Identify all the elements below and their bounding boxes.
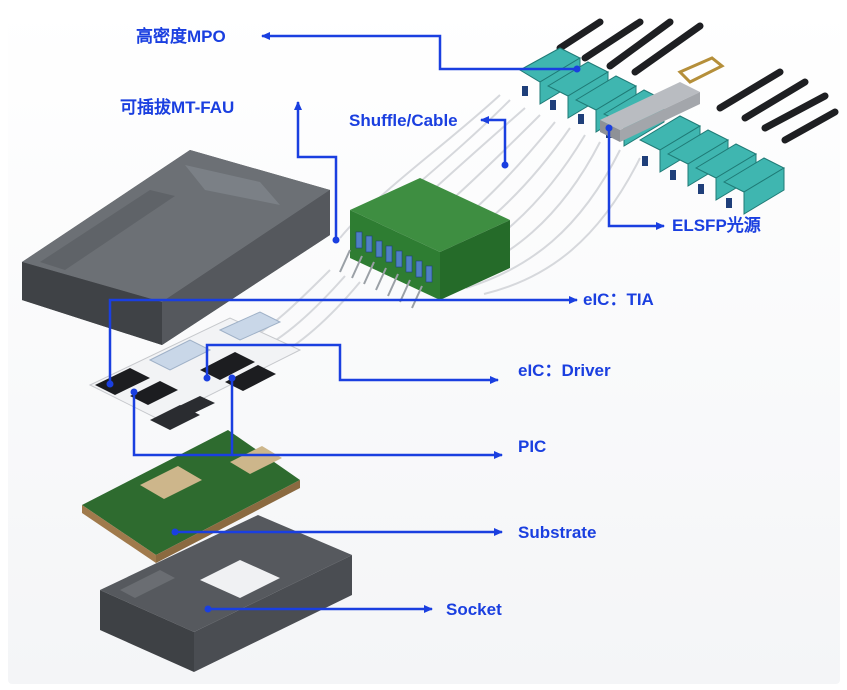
leader-dots xyxy=(106,65,613,613)
label-elsfp: ELSFP光源 xyxy=(672,216,761,235)
label-eic-driver: eIC：Driver xyxy=(518,361,611,380)
label-mpo: 高密度MPO xyxy=(136,27,226,46)
label-eic-tia: eIC：TIA xyxy=(583,290,654,309)
leader-shuffle xyxy=(480,116,507,165)
mpo-connectors xyxy=(518,18,839,215)
label-mt-fau: 可插拔MT-FAU xyxy=(120,98,235,117)
label-socket: Socket xyxy=(446,600,502,619)
leader-fau xyxy=(294,101,338,240)
shuffle-block xyxy=(339,178,510,309)
mt-fau-housing xyxy=(22,150,330,345)
leader-mpo xyxy=(261,32,577,71)
leader-driver xyxy=(205,343,499,384)
elsfp-module xyxy=(600,56,725,142)
socket-frame xyxy=(100,515,352,672)
label-substrate: Substrate xyxy=(518,523,597,542)
chips-layer xyxy=(88,311,302,430)
leader-lines xyxy=(108,32,665,613)
leader-pic xyxy=(132,378,234,457)
label-shuffle-cable: Shuffle/Cable xyxy=(349,111,458,130)
leader-tia xyxy=(108,296,578,384)
substrate-board xyxy=(82,430,300,563)
leader-elsfp xyxy=(607,128,665,230)
label-pic: PIC xyxy=(518,437,547,456)
